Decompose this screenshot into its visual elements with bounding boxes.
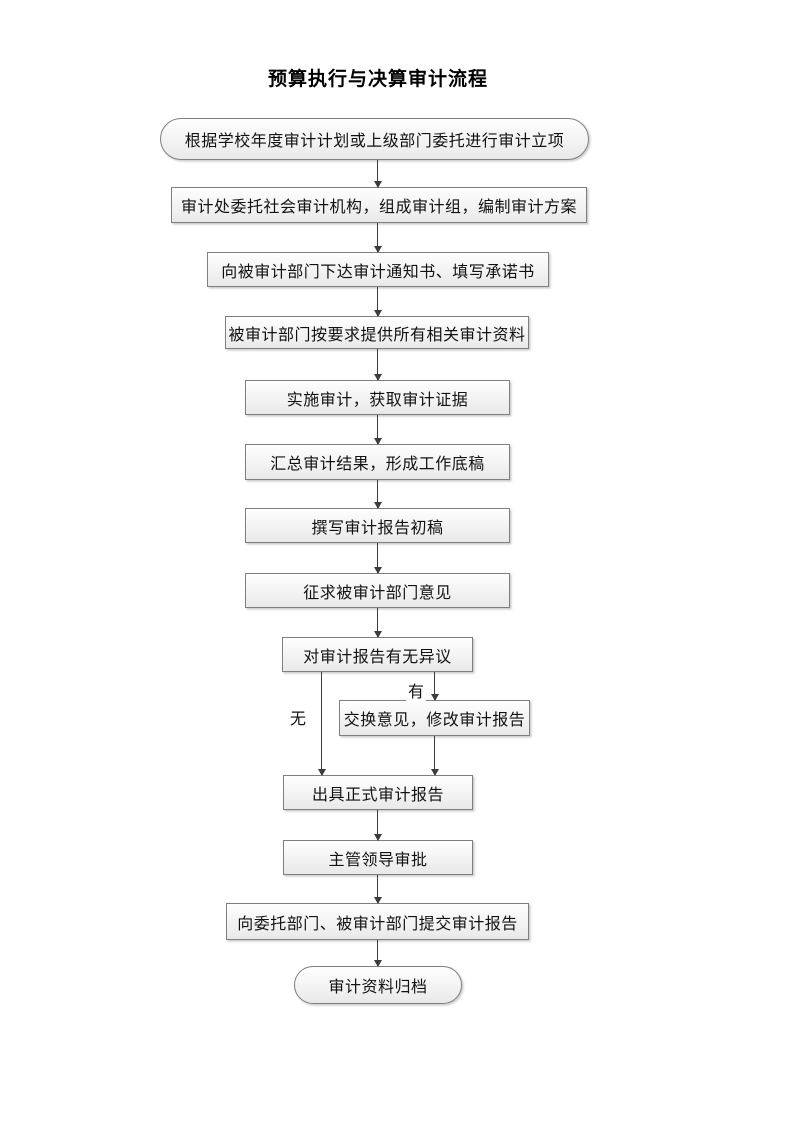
arrow-submit-to-archive — [373, 940, 382, 967]
flowchart-node-notice: 向被审计部门下达审计通知书、填写承诺书 — [207, 252, 549, 287]
arrowhead-down-icon — [373, 502, 382, 509]
flowchart-node-submit: 向委托部门、被审计部门提交审计报告 — [226, 903, 529, 940]
arrowhead-down-icon — [430, 694, 439, 701]
arrow-exchange-to-issue — [430, 736, 439, 776]
arrowhead-down-icon — [373, 438, 382, 445]
arrowhead-down-icon — [373, 631, 382, 638]
arrow-draft-to-solicit — [373, 543, 382, 574]
arrow-notice-to-materials — [373, 287, 382, 317]
flowchart-node-start: 根据学校年度审计计划或上级部门委托进行审计立项 — [160, 118, 589, 160]
arrowhead-down-icon — [373, 246, 382, 253]
arrow-issue-to-approve — [373, 810, 382, 841]
flowchart-node-approve: 主管领导审批 — [283, 840, 473, 875]
arrow-start-to-organize — [373, 160, 382, 188]
arrowhead-down-icon — [373, 897, 382, 904]
flowchart-node-exchange: 交换意见，修改审计报告 — [339, 700, 530, 736]
arrow-materials-to-implement — [373, 349, 382, 381]
flowchart-node-implement: 实施审计，获取审计证据 — [245, 380, 510, 415]
flowchart-node-materials: 被审计部门按要求提供所有相关审计资料 — [225, 316, 529, 349]
arrowhead-down-icon — [373, 567, 382, 574]
flowchart-node-solicit: 征求被审计部门意见 — [245, 573, 510, 608]
flowchart-node-decision: 对审计报告有无异议 — [282, 637, 473, 672]
arrowhead-down-icon — [430, 769, 439, 776]
flowchart-node-archive: 审计资料归档 — [294, 966, 462, 1004]
arrowhead-down-icon — [317, 769, 326, 776]
flowchart-node-summarize: 汇总审计结果，形成工作底稿 — [245, 444, 510, 480]
branch-label-no: 无 — [288, 705, 309, 729]
flowchart-node-issue: 出具正式审计报告 — [283, 775, 473, 810]
arrowhead-down-icon — [373, 960, 382, 967]
arrowhead-down-icon — [373, 374, 382, 381]
arrow-decision-yes-to-exchange — [430, 672, 439, 701]
arrowhead-down-icon — [373, 310, 382, 317]
branch-label-yes: 有 — [406, 678, 427, 702]
arrow-solicit-to-decision — [373, 608, 382, 638]
arrow-approve-to-submit — [373, 875, 382, 904]
arrow-implement-to-summarize — [373, 415, 382, 445]
page-title: 预算执行与决算审计流程 — [267, 69, 488, 90]
arrowhead-down-icon — [373, 181, 382, 188]
flowchart-node-organize: 审计处委托社会审计机构，组成审计组，编制审计方案 — [171, 187, 587, 223]
arrow-organize-to-notice — [373, 223, 382, 253]
arrow-decision-no-to-issue — [317, 672, 326, 776]
flowchart-node-draft: 撰写审计报告初稿 — [245, 508, 510, 543]
arrow-summarize-to-draft — [373, 480, 382, 509]
arrowhead-down-icon — [373, 834, 382, 841]
